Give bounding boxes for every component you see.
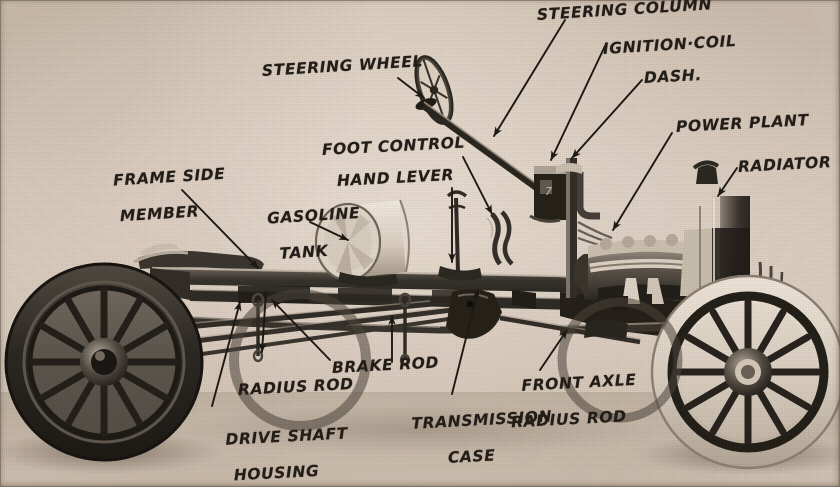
label-front-axle-radius-rod: FRONT AXLE RADIUS ROD xyxy=(496,354,641,469)
label-frame-side-member-line1: FRAME SIDE xyxy=(112,164,226,190)
label-frame-side-member-line2: MEMBER xyxy=(119,202,200,226)
leader-ignition-coil xyxy=(550,45,606,161)
callout-leader-lines xyxy=(181,19,738,407)
label-dash: DASH. xyxy=(643,65,703,87)
label-frame-side-member: FRAME SIDE MEMBER xyxy=(88,148,231,264)
leader-foot-control xyxy=(462,156,493,215)
leader-frame-side-member xyxy=(181,189,259,269)
label-drive-shaft-housing: DRIVE SHAFT HOUSING xyxy=(200,407,352,487)
label-gasoline-tank-line1: GASOLINE xyxy=(266,203,361,228)
label-drive-shaft-housing-line2: HOUSING xyxy=(233,461,320,485)
leader-transmission-case xyxy=(451,289,480,395)
svg-text:7: 7 xyxy=(545,185,552,198)
hand-lever-part xyxy=(438,190,482,281)
leader-steering-wheel xyxy=(397,77,425,99)
label-gasoline-tank: GASOLINE TANK xyxy=(242,187,365,302)
dash-part xyxy=(556,158,582,298)
leader-gasoline-tank xyxy=(309,221,349,241)
leader-power-plant xyxy=(612,132,673,231)
rear-wheel xyxy=(4,262,204,462)
leader-drive-shaft-housing xyxy=(211,301,242,407)
leader-dash xyxy=(571,79,643,159)
leader-radius-rod-a xyxy=(271,299,331,361)
gasoline-tank-part xyxy=(314,199,410,287)
steering-column-part xyxy=(421,101,551,199)
label-drive-shaft-housing-line1: DRIVE SHAFT xyxy=(225,424,349,449)
leader-radiator xyxy=(717,167,738,197)
label-front-axle-radius-rod-line2: RADIUS ROD xyxy=(510,407,628,432)
far-side-wheels xyxy=(229,289,683,431)
label-front-axle-radius-rod-line1: FRONT AXLE xyxy=(521,370,637,395)
front-wheel xyxy=(650,274,840,470)
leader-steering-column xyxy=(493,19,566,137)
chassis-assembly: 7 xyxy=(4,55,840,470)
foot-control-part xyxy=(486,210,514,266)
leader-front-axle-radius-rod xyxy=(539,329,568,371)
leader-radius-rod-b xyxy=(258,291,267,353)
label-gasoline-tank-line2: TANK xyxy=(279,241,329,263)
